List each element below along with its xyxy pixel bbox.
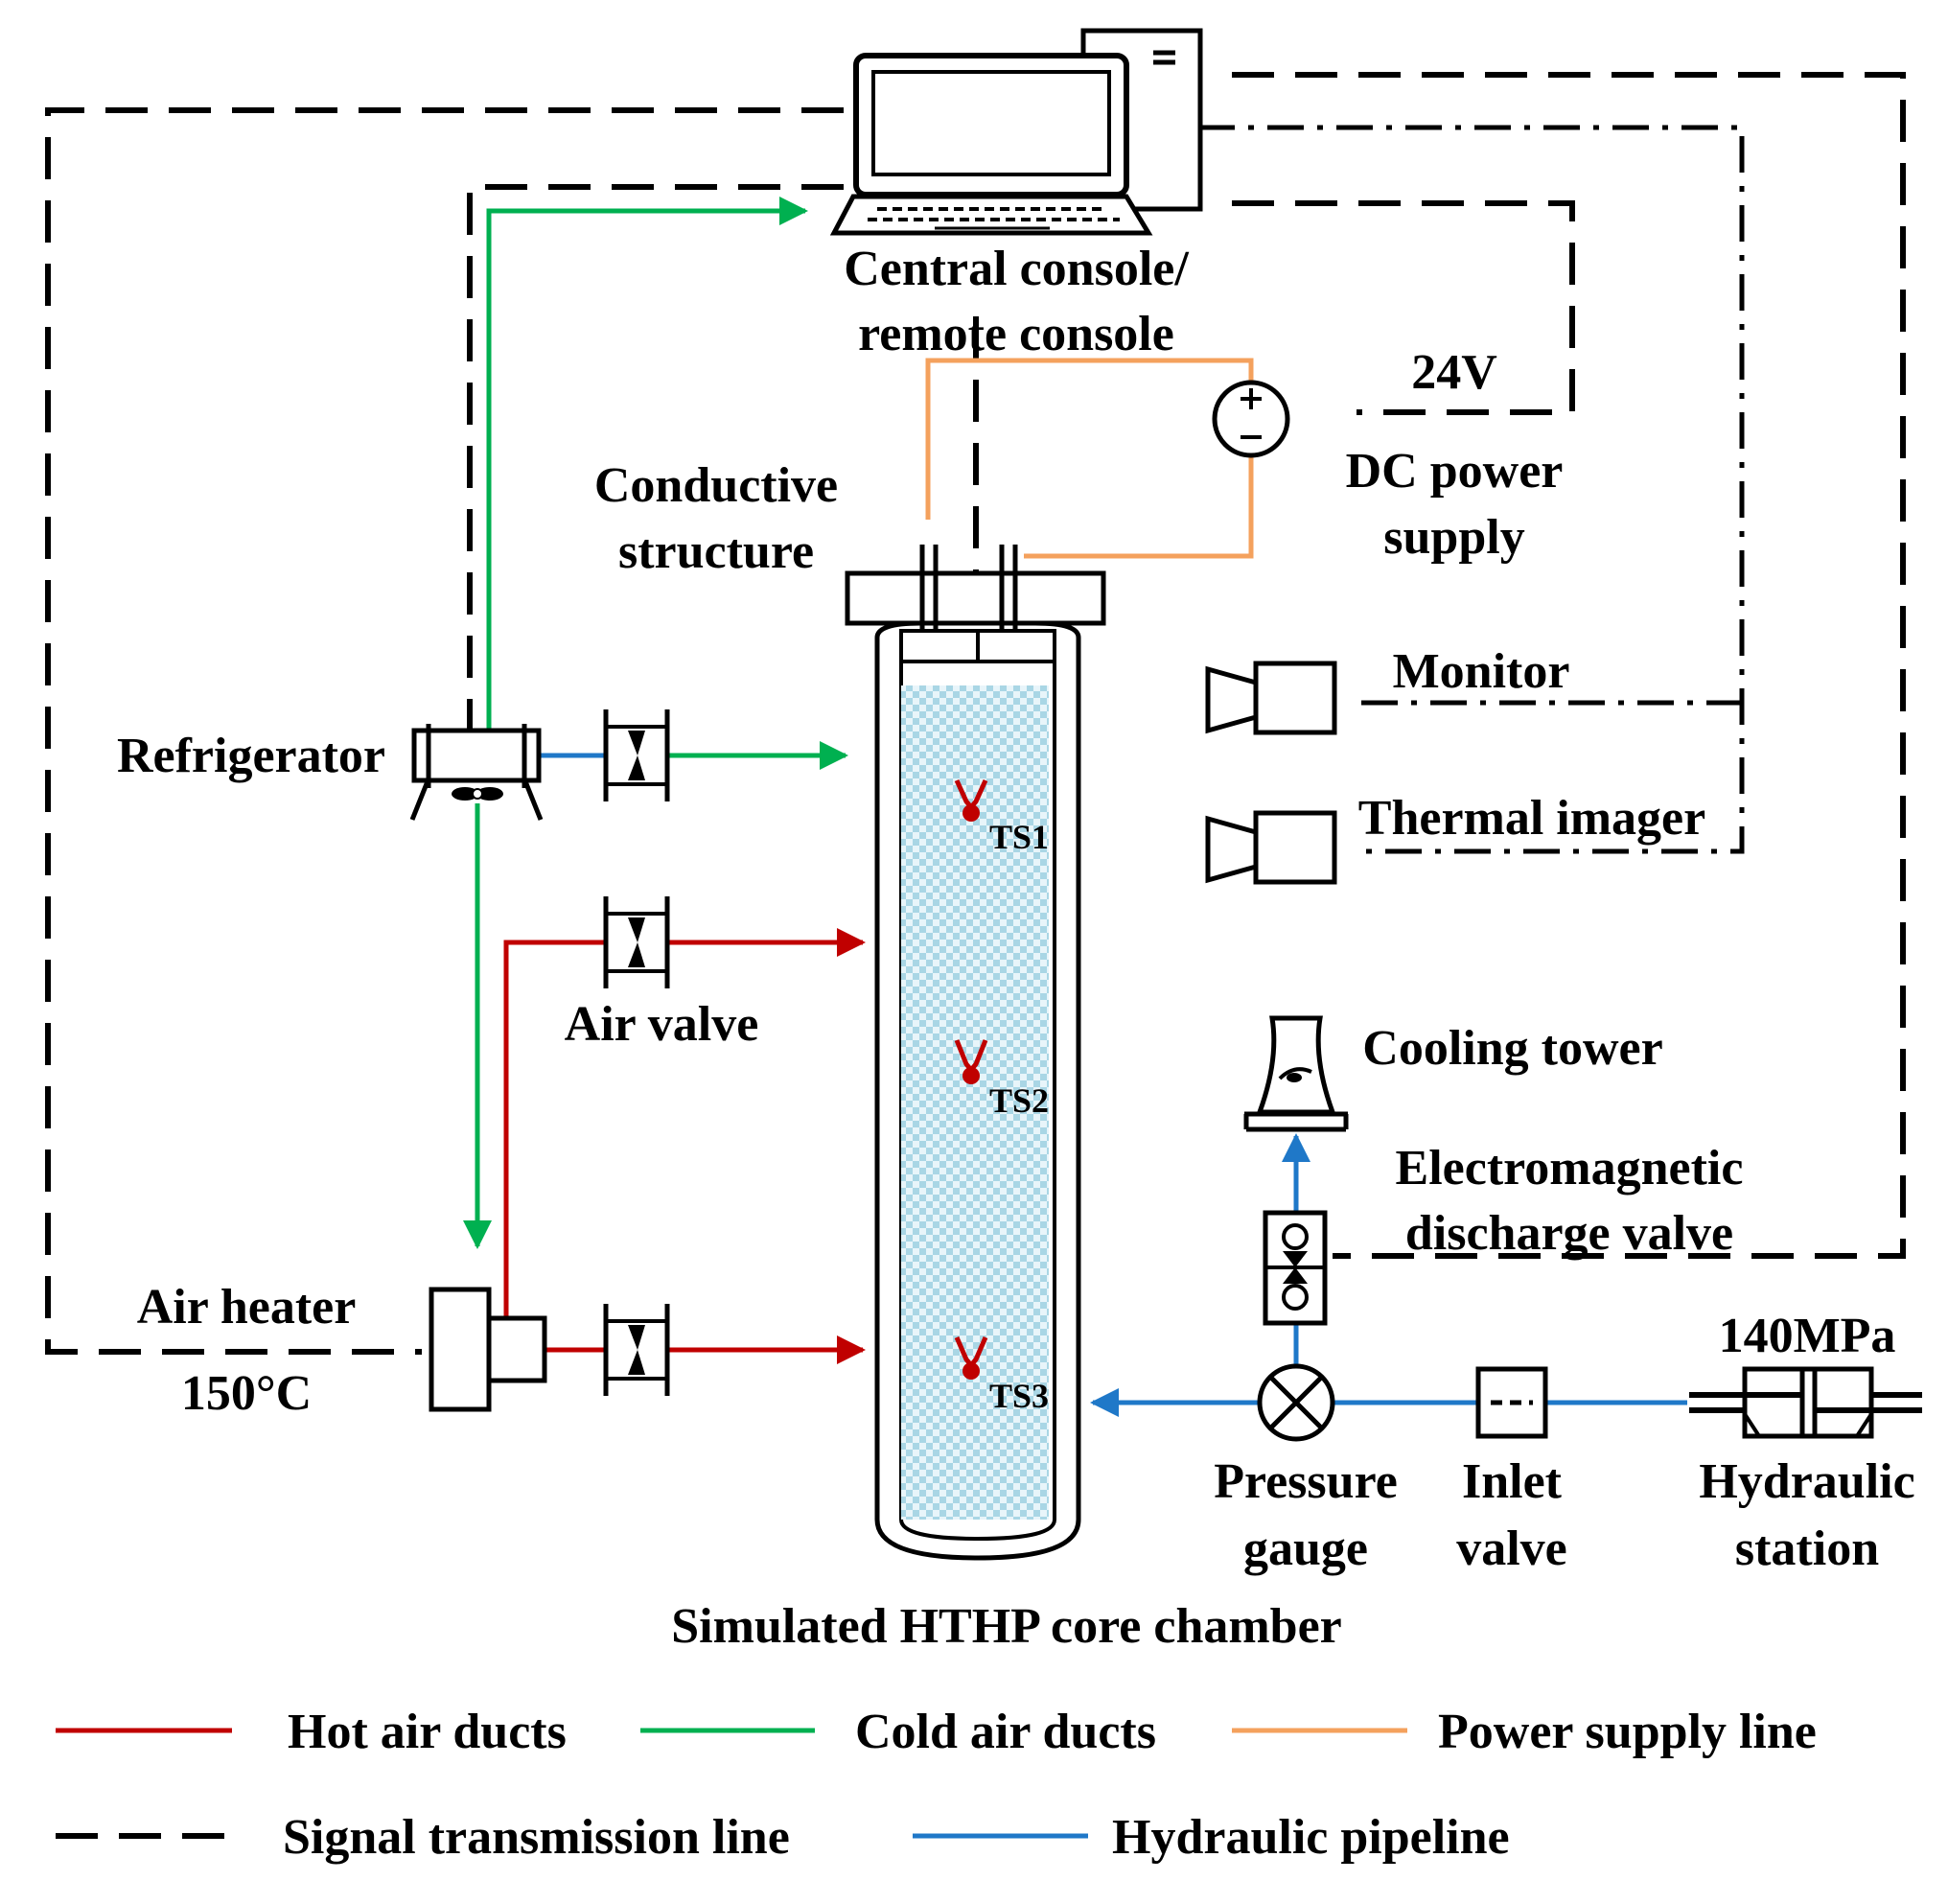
air-valve-middle (603, 896, 670, 988)
console-label-line2: remote console (858, 307, 1174, 361)
em-valve-label-line2: discharge valve (1405, 1206, 1733, 1261)
cooling-tower-icon (1243, 1015, 1349, 1132)
ts3-label: TS3 (989, 1377, 1049, 1415)
conductive-label-line1: Conductive (594, 458, 838, 513)
thermal-imager-label: Thermal imager (1358, 791, 1705, 846)
sensor-ts2: TS2 (954, 1039, 1049, 1120)
legend-cold-label: Cold air ducts (855, 1705, 1156, 1759)
hydraulic-station-label-line1: Hydraulic (1699, 1454, 1914, 1509)
inlet-valve-label-line1: Inlet (1462, 1454, 1563, 1509)
dc-power-label-line2: supply (1383, 510, 1524, 565)
chamber-label: Simulated HTHP core chamber (671, 1599, 1342, 1654)
ts1-label: TS1 (989, 818, 1049, 856)
ts2-label: TS2 (989, 1081, 1049, 1120)
inlet-valve-icon (1475, 1366, 1548, 1439)
console-label-line1: Central console/ (844, 242, 1189, 296)
computer-icon (829, 28, 1203, 236)
legend-hydraulic-label: Hydraulic pipeline (1112, 1810, 1510, 1865)
hydraulic-station-label-line2: station (1735, 1521, 1879, 1576)
air-valve-label: Air valve (565, 997, 759, 1052)
pressure-gauge-label-line1: Pressure (1214, 1454, 1398, 1509)
inlet-valve-label-line2: valve (1456, 1521, 1567, 1576)
refrigerator-label: Refrigerator (117, 729, 385, 783)
air-valve-top (603, 709, 670, 801)
conductive-label-line2: structure (618, 524, 814, 579)
core-chamber (845, 545, 1106, 1561)
cold-air-ducts (463, 197, 848, 1249)
core-sample (901, 685, 1049, 1520)
hydraulic-pressure-label: 140MPa (1719, 1309, 1896, 1363)
chamber-lid (845, 570, 1106, 626)
hydraulic-station-icon (1689, 1366, 1922, 1439)
legend-power-label: Power supply line (1438, 1705, 1817, 1759)
air-valve-bottom (603, 1304, 670, 1396)
pressure-gauge-label-line2: gauge (1243, 1521, 1368, 1576)
electromagnetic-valve-icon (1263, 1210, 1328, 1326)
dc-source-icon (1212, 380, 1290, 458)
legend-hot-label: Hot air ducts (288, 1705, 567, 1759)
voltage-label: 24V (1411, 345, 1497, 400)
dc-power-label-line1: DC power (1346, 444, 1564, 499)
sensor-ts1: TS1 (954, 778, 1049, 856)
legend: Hot air ducts Cold air ducts Power suppl… (56, 1705, 1817, 1865)
hot-air-ducts (503, 928, 866, 1364)
heater-temperature-label: 150°C (181, 1366, 312, 1421)
air-heater-icon (429, 1287, 547, 1412)
em-valve-label-line1: Electromagnetic (1396, 1141, 1744, 1196)
monitor-label: Monitor (1393, 644, 1570, 699)
sensor-ts3: TS3 (954, 1336, 1049, 1415)
power-supply-line (925, 358, 1254, 559)
cooling-tower-label: Cooling tower (1362, 1021, 1662, 1076)
pressure-gauge-icon (1257, 1363, 1335, 1442)
refrigerator-icon (409, 724, 544, 821)
air-heater-label: Air heater (137, 1280, 357, 1335)
thermal-imager-icon (1205, 810, 1337, 885)
legend-signal-label: Signal transmission line (283, 1810, 790, 1865)
monitor-camera-icon (1205, 661, 1337, 735)
